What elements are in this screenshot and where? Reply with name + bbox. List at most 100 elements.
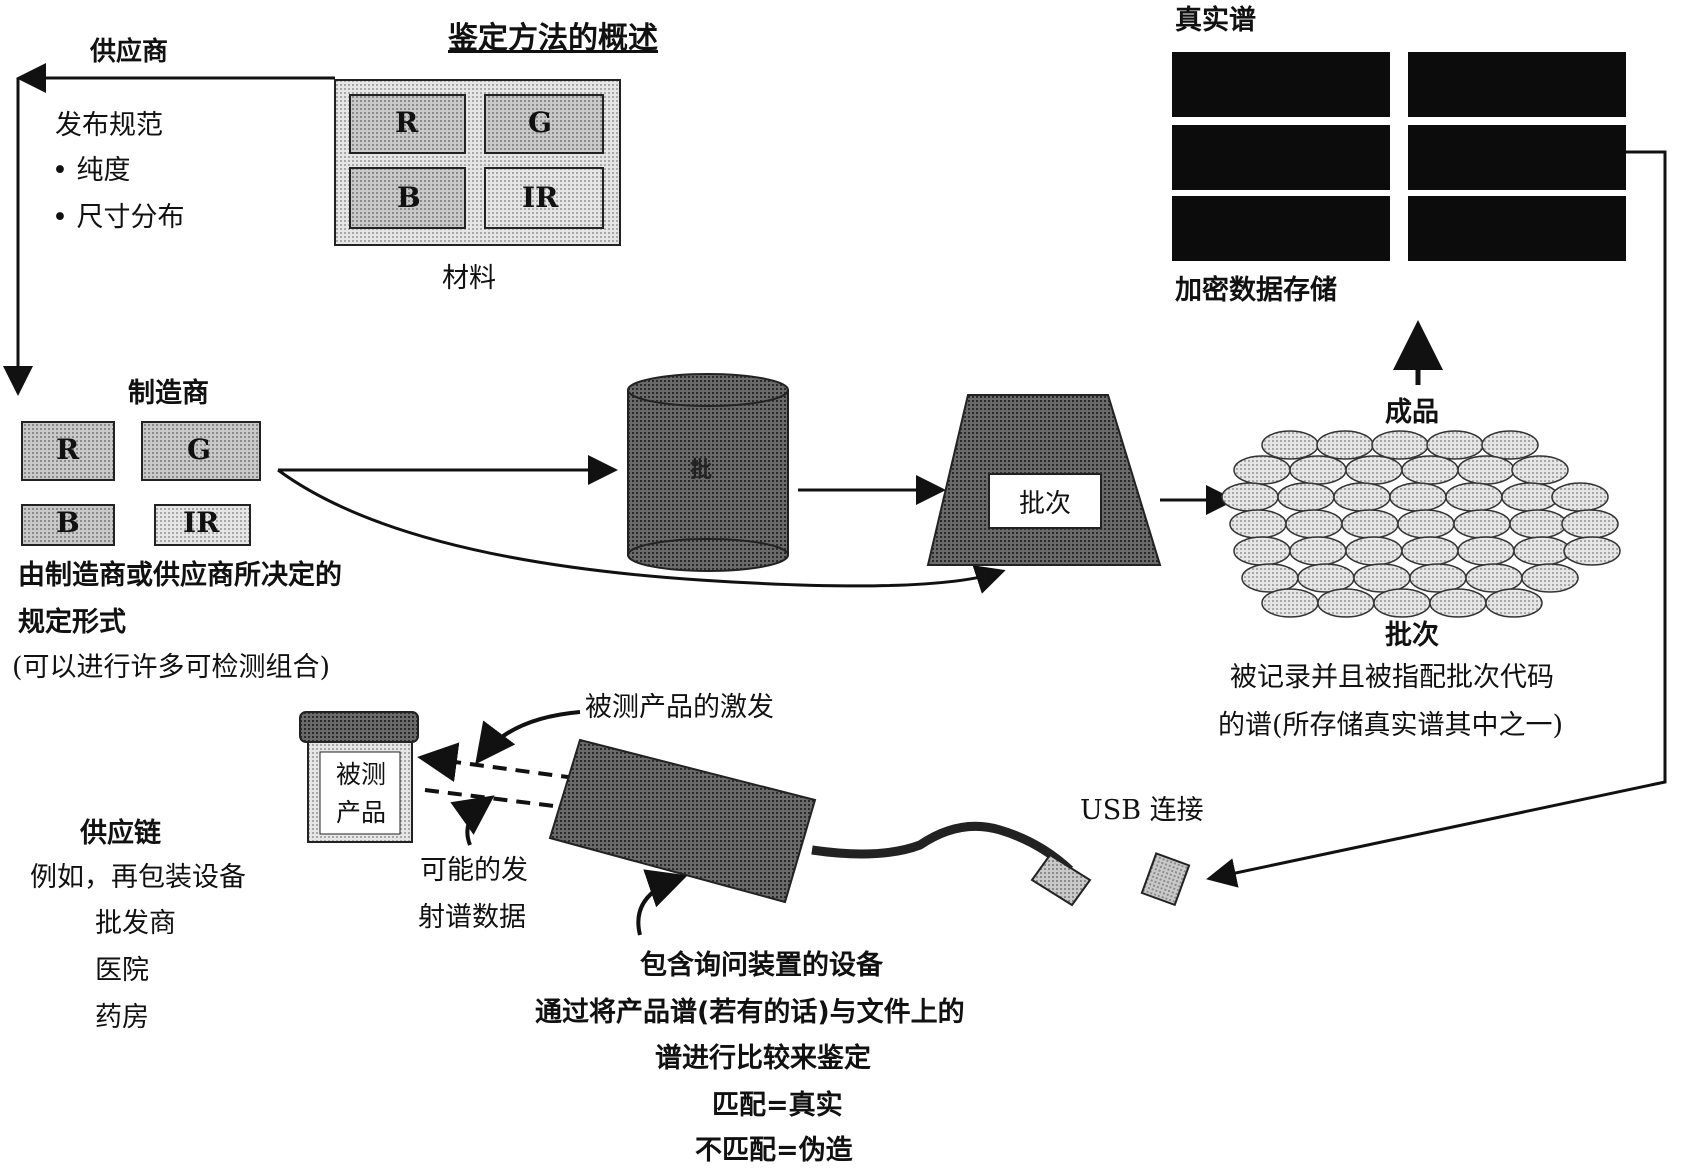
- sample-jar: [299, 711, 419, 843]
- tablet: [1333, 482, 1391, 512]
- mixer-cylinder: [627, 373, 789, 572]
- manufacturer-cell-ir: IR: [183, 506, 220, 539]
- material-cell-r: R: [395, 106, 419, 139]
- tablet: [1457, 455, 1515, 485]
- tablet: [1511, 455, 1569, 485]
- tablet: [1389, 482, 1447, 512]
- tablet: [1485, 588, 1543, 618]
- tablet: [1297, 563, 1355, 593]
- tablet: [1353, 563, 1411, 593]
- tablet: [1457, 536, 1515, 566]
- material-panel: [334, 79, 621, 246]
- tablet: [1316, 430, 1374, 460]
- tablet: [1233, 536, 1291, 566]
- tablet: [1241, 563, 1299, 593]
- spec-item-size: • 尺寸分布: [52, 202, 185, 233]
- tablet: [1229, 509, 1287, 539]
- tablet: [1409, 563, 1467, 593]
- tablet: [1521, 563, 1579, 593]
- tablet: [1261, 588, 1319, 618]
- diagram-title: 鉴定方法的概述: [448, 21, 658, 56]
- usb-port: [1140, 852, 1191, 907]
- tablet: [1429, 588, 1487, 618]
- tablet: [1289, 455, 1347, 485]
- spec-item-purity: • 纯度: [52, 155, 131, 186]
- tablet: [1345, 455, 1403, 485]
- tablet: [1373, 588, 1431, 618]
- device-callout-arrow: [636, 869, 688, 936]
- spec-heading: 发布规范: [55, 110, 163, 141]
- storage-footer: 加密数据存储: [1175, 275, 1337, 306]
- interrogation-device: [548, 738, 817, 904]
- storage-to-usb-line: [1206, 150, 1667, 888]
- tablet: [1221, 482, 1279, 512]
- manufacturer-desc-2: 规定形式: [18, 607, 126, 638]
- tablet: [1261, 430, 1319, 460]
- manufacturer-cell-g: G: [187, 433, 211, 466]
- tablet-pile: [1221, 430, 1621, 618]
- device-line-4: 匹配=真实: [712, 1090, 843, 1121]
- material-label: 材料: [442, 263, 496, 294]
- material-cell-ir: IR: [522, 181, 559, 214]
- manufacturer-cells: [21, 421, 261, 546]
- tablet: [1509, 509, 1567, 539]
- excitation-callout-arrow: [475, 710, 581, 765]
- manufacturer-cell-r: R: [56, 433, 80, 466]
- hopper-batch-label: 批次: [988, 473, 1102, 529]
- tablet: [1426, 430, 1484, 460]
- emission-callout-arrow: [450, 795, 495, 846]
- tablet: [1233, 455, 1291, 485]
- supply-chain-item-pharmacy: 药房: [95, 1002, 149, 1033]
- tablet: [1481, 430, 1539, 460]
- usb-plug: [1030, 853, 1092, 907]
- storage-heading: 真实谱: [1175, 5, 1256, 36]
- tablet: [1345, 536, 1403, 566]
- supplier-label: 供应商: [90, 37, 169, 67]
- emission-line-2: 射谱数据: [418, 902, 526, 933]
- excitation-beam: [417, 742, 576, 783]
- emission-beam: [424, 788, 571, 810]
- usb-connection-label: USB 连接: [1080, 795, 1204, 826]
- excitation-label: 被测产品的激发: [585, 692, 774, 723]
- finished-product-label: 成品: [1385, 397, 1439, 428]
- supplier-arrow: [3, 63, 335, 396]
- supply-chain-heading: 供应链: [80, 818, 161, 849]
- lot-label: 批次: [1385, 620, 1439, 651]
- manufacturer-desc-1: 由制造商或供应商所决定的: [18, 560, 342, 591]
- tablet: [1563, 536, 1621, 566]
- supply-chain-line1: 例如，再包装设备: [30, 862, 246, 893]
- tablet: [1397, 509, 1455, 539]
- manufacturer-desc-3: (可以进行许多可检测组合): [12, 652, 331, 683]
- material-cell-b: B: [397, 181, 421, 214]
- tablet: [1501, 482, 1559, 512]
- jar-label-line2: 产品: [335, 797, 386, 827]
- tablet: [1513, 536, 1571, 566]
- jar-label-line1: 被测: [335, 760, 386, 789]
- tablet: [1277, 482, 1335, 512]
- emission-line-1: 可能的发: [420, 855, 528, 886]
- lot-desc-1: 被记录并且被指配批次代码: [1230, 662, 1554, 693]
- supply-chain-item-hospital: 医院: [95, 955, 149, 986]
- mixer-label: 批: [690, 458, 713, 483]
- tablet: [1289, 536, 1347, 566]
- tablet: [1401, 536, 1459, 566]
- manufacturer-label: 制造商: [128, 378, 209, 409]
- tablet: [1551, 482, 1609, 512]
- device-line-3: 谱进行比较来鉴定: [655, 1043, 871, 1074]
- tablet: [1317, 588, 1375, 618]
- supply-chain-item-wholesaler: 批发商: [95, 908, 176, 939]
- usb-cable: [811, 821, 1074, 874]
- tablet: [1341, 509, 1399, 539]
- device-line-1: 包含询问装置的设备: [640, 950, 883, 981]
- material-cell-g: G: [528, 106, 552, 139]
- tablet: [1453, 509, 1511, 539]
- tablet: [1561, 509, 1619, 539]
- jar-label: 被测 产品: [322, 756, 400, 831]
- lot-desc-2: 的谱(所存储真实谱其中之一): [1218, 710, 1564, 741]
- tablet: [1371, 430, 1429, 460]
- device-line-5: 不匹配=伪造: [695, 1135, 853, 1166]
- device-line-2: 通过将产品谱(若有的话)与文件上的: [535, 997, 965, 1028]
- storage-panels: [1172, 52, 1626, 261]
- tablet: [1401, 455, 1459, 485]
